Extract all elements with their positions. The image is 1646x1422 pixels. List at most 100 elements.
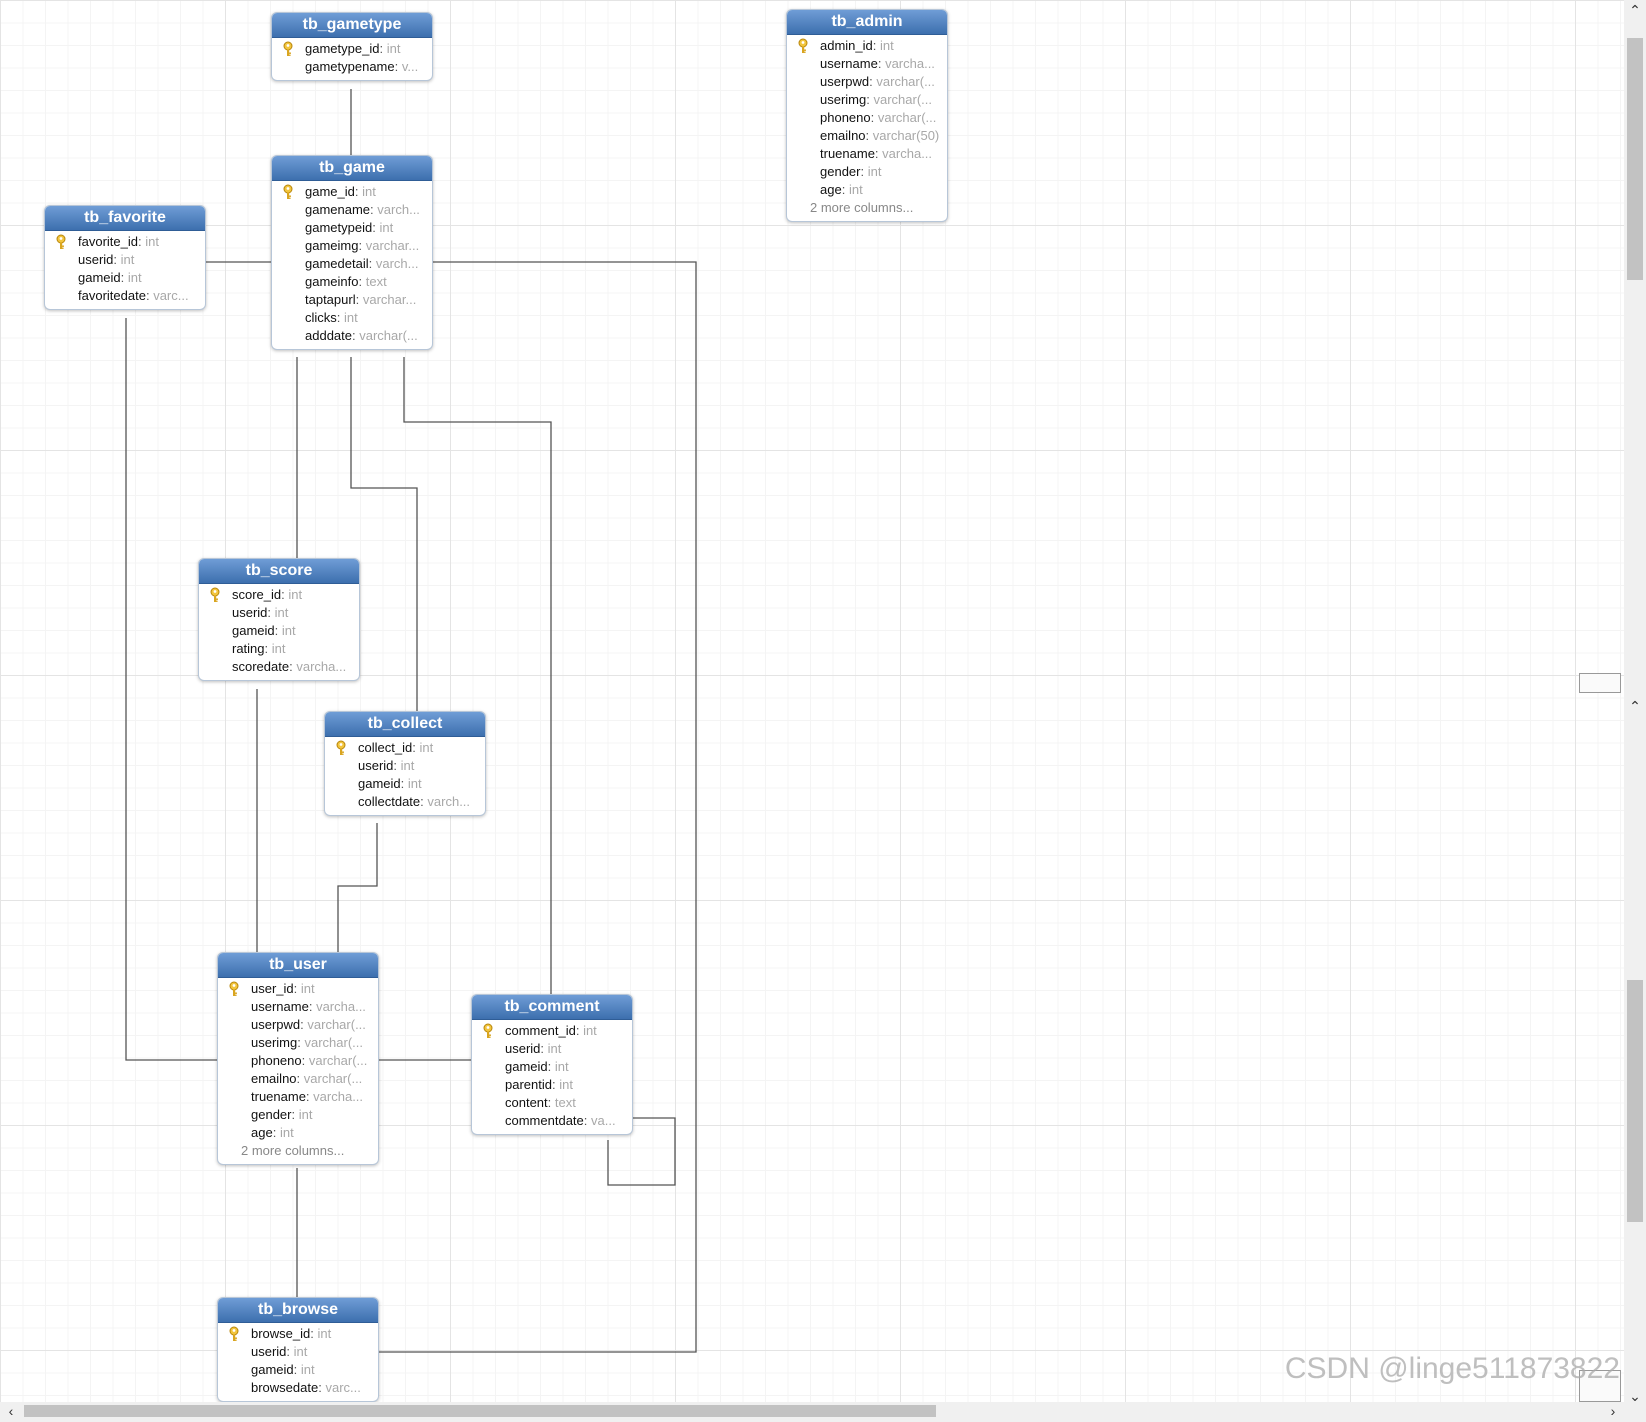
column-row[interactable]: gametype_id: int bbox=[272, 40, 432, 58]
table-title[interactable]: tb_collect bbox=[325, 712, 485, 737]
column-row[interactable]: collectdate: varch... bbox=[325, 793, 485, 811]
column-row[interactable]: gametypename: v... bbox=[272, 58, 432, 76]
column-row[interactable]: commentdate: va... bbox=[472, 1112, 632, 1130]
column-row[interactable]: gameid: int bbox=[45, 269, 205, 287]
column-row[interactable]: userimg: varchar(... bbox=[787, 91, 947, 109]
table-title[interactable]: tb_user bbox=[218, 953, 378, 978]
column-row[interactable]: gamename: varch... bbox=[272, 201, 432, 219]
column-row[interactable]: content: text bbox=[472, 1094, 632, 1112]
column-row[interactable]: userpwd: varchar(... bbox=[787, 73, 947, 91]
column-type: int bbox=[271, 641, 286, 656]
column-row[interactable]: scoredate: varcha... bbox=[199, 658, 359, 676]
column-row[interactable]: userpwd: varchar(... bbox=[218, 1016, 378, 1034]
relation-line[interactable] bbox=[125, 318, 217, 1061]
relation-lines bbox=[125, 89, 697, 1353]
column-row[interactable]: comment_id: int bbox=[472, 1022, 632, 1040]
column-row[interactable]: userid: int bbox=[472, 1040, 632, 1058]
column-row[interactable]: gameinfo: text bbox=[272, 273, 432, 291]
chevron-left-icon[interactable]: ‹ bbox=[8, 1403, 14, 1419]
column-row[interactable]: parentid: int bbox=[472, 1076, 632, 1094]
relation-line[interactable] bbox=[403, 357, 552, 994]
column-row[interactable]: age: int bbox=[218, 1124, 378, 1142]
column-row[interactable]: adddate: varchar(... bbox=[272, 327, 432, 345]
vertical-scroll-thumb-lower[interactable] bbox=[1627, 980, 1643, 1222]
column-row[interactable]: gameid: int bbox=[472, 1058, 632, 1076]
column-row[interactable]: score_id: int bbox=[199, 586, 359, 604]
column-row[interactable]: gender: int bbox=[787, 163, 947, 181]
chevron-up-icon[interactable]: ⌃ bbox=[1629, 698, 1641, 714]
relation-line[interactable] bbox=[607, 1117, 676, 1186]
column-row[interactable]: truename: varcha... bbox=[787, 145, 947, 163]
relation-line[interactable] bbox=[377, 261, 697, 1353]
column-row[interactable]: age: int bbox=[787, 181, 947, 199]
column-row[interactable]: rating: int bbox=[199, 640, 359, 658]
column-name: emailno bbox=[251, 1071, 297, 1086]
column-row[interactable]: gameid: int bbox=[325, 775, 485, 793]
column-row[interactable]: phoneno: varchar(... bbox=[787, 109, 947, 127]
table-title[interactable]: tb_game bbox=[272, 156, 432, 181]
column-row[interactable]: userimg: varchar(... bbox=[218, 1034, 378, 1052]
column-row[interactable]: game_id: int bbox=[272, 183, 432, 201]
column-row[interactable]: userid: int bbox=[45, 251, 205, 269]
column-row[interactable]: clicks: int bbox=[272, 309, 432, 327]
table-title[interactable]: tb_browse bbox=[218, 1298, 378, 1323]
column-row[interactable]: admin_id: int bbox=[787, 37, 947, 55]
column-row[interactable]: gender: int bbox=[218, 1106, 378, 1124]
chevron-right-icon[interactable]: › bbox=[1610, 1403, 1616, 1419]
column-row[interactable]: gameid: int bbox=[199, 622, 359, 640]
column-row[interactable]: gamedetail: varch... bbox=[272, 255, 432, 273]
column-row[interactable]: collect_id: int bbox=[325, 739, 485, 757]
table-title[interactable]: tb_favorite bbox=[45, 206, 205, 231]
column-row[interactable]: taptapurl: varchar... bbox=[272, 291, 432, 309]
table-title[interactable]: tb_gametype bbox=[272, 13, 432, 38]
column-row[interactable]: username: varcha... bbox=[787, 55, 947, 73]
column-row[interactable]: gameid: int bbox=[218, 1361, 378, 1379]
horizontal-scrollbar[interactable]: ‹ › bbox=[0, 1402, 1646, 1422]
column-row[interactable]: emailno: varchar(50) bbox=[787, 127, 947, 145]
chevron-down-icon[interactable]: ⌄ bbox=[1629, 1388, 1641, 1404]
column-row[interactable]: truename: varcha... bbox=[218, 1088, 378, 1106]
column-row[interactable]: gametypeid: int bbox=[272, 219, 432, 237]
column-row[interactable]: userid: int bbox=[218, 1343, 378, 1361]
table-title[interactable]: tb_comment bbox=[472, 995, 632, 1020]
collapse-marker[interactable] bbox=[1579, 673, 1621, 693]
column-separator: : bbox=[113, 252, 118, 267]
column-row[interactable]: userid: int bbox=[325, 757, 485, 775]
column-row[interactable]: username: varcha... bbox=[218, 998, 378, 1016]
relation-line[interactable] bbox=[337, 823, 378, 952]
column-type: varch... bbox=[427, 794, 471, 809]
table-title[interactable]: tb_score bbox=[199, 559, 359, 584]
zoom-marker[interactable] bbox=[1579, 1370, 1621, 1402]
column-row[interactable]: browsedate: varc... bbox=[218, 1379, 378, 1397]
more-columns-link[interactable]: 2 more columns... bbox=[810, 200, 914, 215]
column-name: admin_id bbox=[820, 38, 873, 53]
column-separator: : bbox=[551, 1077, 556, 1092]
column-row[interactable]: browse_id: int bbox=[218, 1325, 378, 1343]
vertical-scrollbar[interactable]: ⌃ ⌃ ⌄ bbox=[1624, 0, 1646, 1404]
horizontal-scroll-thumb[interactable] bbox=[24, 1405, 936, 1417]
column-row[interactable]: favorite_id: int bbox=[45, 233, 205, 251]
vertical-scroll-thumb[interactable] bbox=[1627, 38, 1643, 280]
column-row[interactable]: favoritedate: varc... bbox=[45, 287, 205, 305]
column-row[interactable]: userid: int bbox=[199, 604, 359, 622]
column-row[interactable]: emailno: varchar(... bbox=[218, 1070, 378, 1088]
table-title[interactable]: tb_admin bbox=[787, 10, 947, 35]
column-row[interactable]: gameimg: varchar... bbox=[272, 237, 432, 255]
chevron-up-icon[interactable]: ⌃ bbox=[1629, 2, 1641, 18]
relation-line[interactable] bbox=[350, 357, 418, 711]
more-columns-link[interactable]: 2 more columns... bbox=[241, 1143, 345, 1158]
column-row[interactable]: user_id: int bbox=[218, 980, 378, 998]
column-row[interactable]: phoneno: varchar(... bbox=[218, 1052, 378, 1070]
column-type: varchar(... bbox=[876, 74, 935, 89]
